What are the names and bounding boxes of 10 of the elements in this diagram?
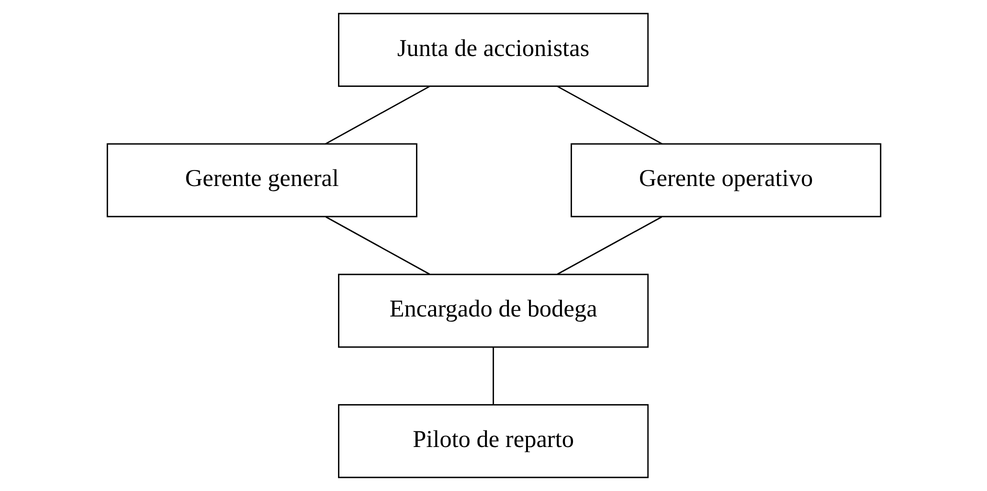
node-box: Junta de accionistas xyxy=(338,12,648,87)
connector xyxy=(556,216,662,275)
connector xyxy=(556,86,662,144)
node-box: Gerente operativo xyxy=(570,143,881,218)
connector xyxy=(492,347,494,405)
node-box: Encargado de bodega xyxy=(338,274,648,348)
node-box: Piloto de reparto xyxy=(338,404,648,478)
connector xyxy=(325,216,430,275)
node-box: Gerente general xyxy=(106,143,417,218)
connector xyxy=(324,86,430,144)
